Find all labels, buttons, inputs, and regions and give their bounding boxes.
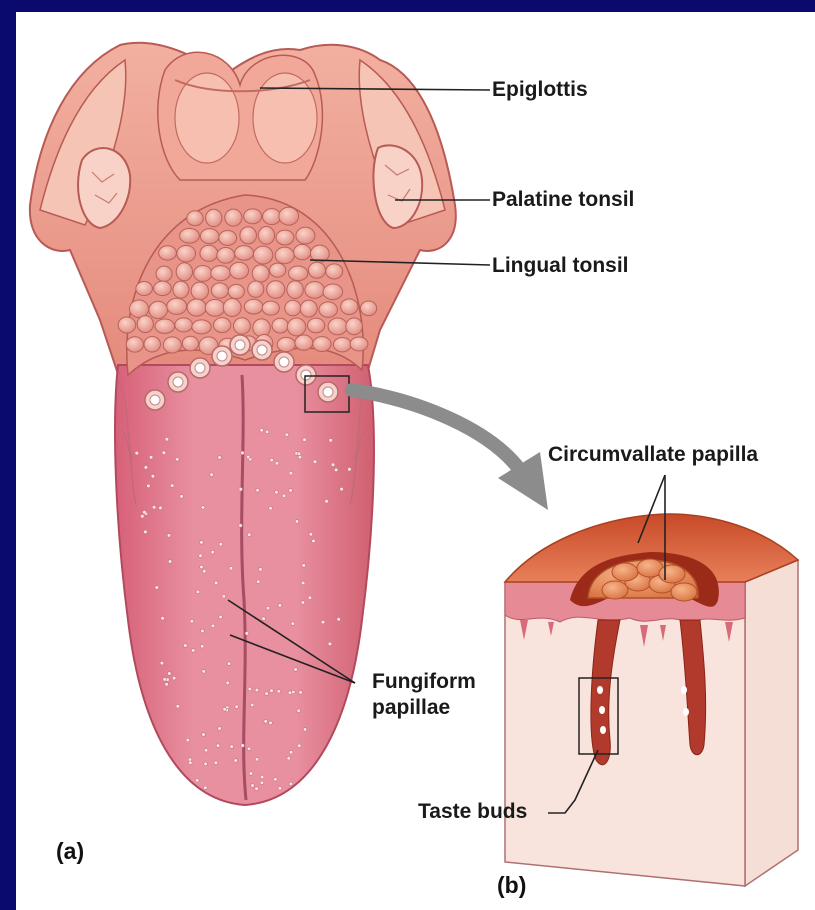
label-fungiform-line2: papillae: [372, 696, 450, 720]
label-palatine-tonsil: Palatine tonsil: [492, 188, 634, 212]
label-taste-buds: Taste buds: [418, 800, 527, 824]
block-right-face: [745, 560, 798, 886]
papilla-block: [505, 514, 798, 886]
zoom-arrow: [352, 390, 548, 510]
label-epiglottis: Epiglottis: [492, 78, 588, 102]
label-circumvallate-papilla: Circumvallate papilla: [548, 443, 758, 467]
label-fungiform-line1: Fungiform: [372, 670, 476, 694]
panel-label-a: (a): [56, 838, 84, 865]
label-lingual-tonsil: Lingual tonsil: [492, 254, 629, 278]
block-front-face: [505, 582, 745, 886]
panel-label-b: (b): [497, 872, 526, 899]
